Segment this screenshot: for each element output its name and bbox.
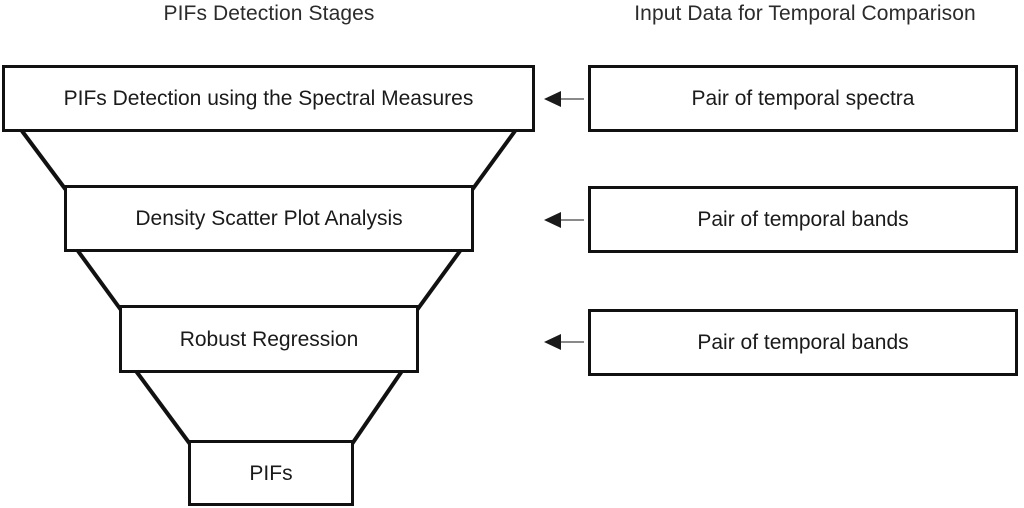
funnel-line-left-2 xyxy=(76,249,123,312)
funnel-line-right-2 xyxy=(415,249,462,312)
stage-box-density-scatter-plot[interactable]: Density Scatter Plot Analysis xyxy=(64,185,474,252)
left-arrow-icon-1 xyxy=(544,91,584,107)
funnel-line-right-3 xyxy=(350,369,404,446)
funnel-line-right-1 xyxy=(470,129,517,192)
stage-box-robust-regression[interactable]: Robust Regression xyxy=(119,305,419,373)
stage-label: PIFs Detection using the Spectral Measur… xyxy=(63,87,474,110)
stage-label: Robust Regression xyxy=(179,327,359,351)
left-arrow-icon-3 xyxy=(544,334,584,350)
input-label: Pair of temporal bands xyxy=(697,331,909,354)
input-box-temporal-bands-1[interactable]: Pair of temporal bands xyxy=(588,186,1018,253)
right-column-title: Input Data for Temporal Comparison xyxy=(634,2,976,25)
left-arrow-icon-2 xyxy=(544,212,584,228)
stage-box-pifs-result[interactable]: PIFs xyxy=(188,440,354,506)
left-column-title: PIFs Detection Stages xyxy=(163,2,375,25)
stage-label: Density Scatter Plot Analysis xyxy=(135,207,403,230)
input-box-temporal-spectra[interactable]: Pair of temporal spectra xyxy=(588,65,1018,132)
input-label: Pair of temporal spectra xyxy=(691,87,915,110)
funnel-line-left-3 xyxy=(134,369,192,446)
input-label: Pair of temporal bands xyxy=(697,208,909,231)
stage-box-pifs-detection-spectral[interactable]: PIFs Detection using the Spectral Measur… xyxy=(2,65,535,132)
input-box-temporal-bands-2[interactable]: Pair of temporal bands xyxy=(588,309,1018,376)
stage-label: PIFs xyxy=(249,461,293,485)
funnel-line-left-1 xyxy=(20,129,68,192)
